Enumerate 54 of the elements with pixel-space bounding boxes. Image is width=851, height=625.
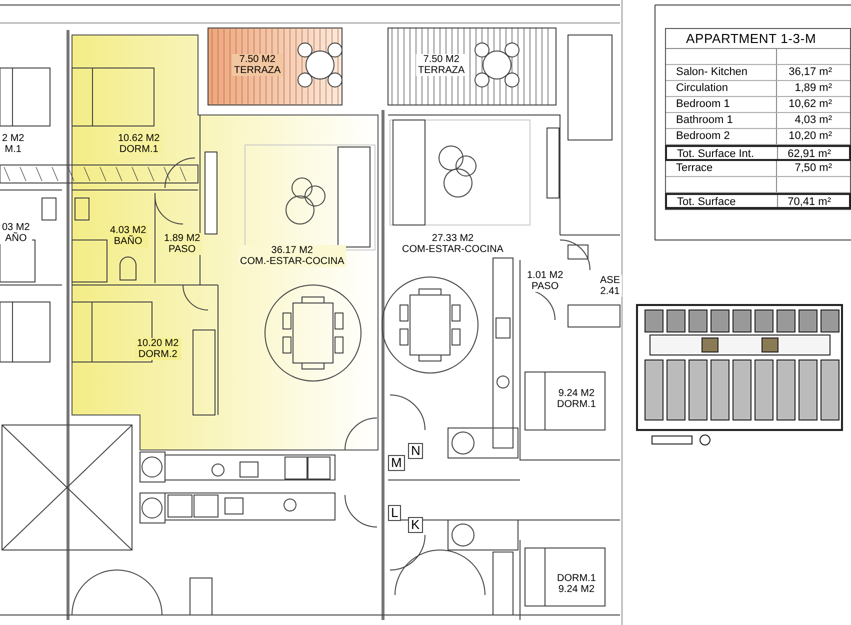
room-text: DORM.1 — [119, 144, 158, 155]
room-text: DORM.1 — [557, 573, 596, 584]
room-text: 9.24 M2 — [558, 388, 595, 399]
room-text: M.1 — [4, 144, 22, 155]
room-text: DORM.1 — [557, 399, 596, 410]
table-cell: Bedroom 1 — [666, 97, 777, 112]
room-text: 10.20 M2 — [137, 338, 179, 349]
room-label — [135, 338, 181, 360]
room-text: 03 M2 — [2, 222, 30, 233]
table-cell-text: 10,20 m² — [788, 129, 833, 144]
room-text: 1.89 M2 — [164, 233, 200, 244]
grid-letter: L — [388, 505, 402, 521]
table-cell: Bathroom 1 — [666, 113, 777, 128]
grid-letter: K — [408, 517, 423, 533]
table-cell-text: 36,17 m² — [788, 65, 833, 80]
room-label — [232, 54, 283, 76]
room-text: COM.-ESTAR-COCINA — [240, 256, 344, 267]
table-cell: Terrace — [666, 161, 777, 176]
room-text: BAÑO — [114, 236, 142, 247]
room-text: TERRAZA — [234, 65, 281, 76]
room-text: TERRAZA — [418, 65, 465, 76]
room-text: 27.33 M2 — [432, 233, 474, 244]
table-cell-text: 1,89 m² — [794, 81, 833, 96]
table-cell-text: 4,03 m² — [794, 113, 833, 128]
room-text: 7.50 M2 — [239, 54, 276, 65]
room-text: DORM.2 — [138, 349, 178, 360]
room-text: 9.24 M2 — [558, 584, 595, 595]
room-text: ASE — [600, 275, 620, 286]
room-label — [108, 225, 148, 247]
room-text: 4.03 M2 — [110, 225, 146, 236]
room-text: PASO — [532, 281, 559, 292]
room-text: 10.62 M2 — [118, 133, 160, 144]
room-text: 2.41 — [600, 286, 620, 297]
grid-letter: N — [408, 443, 424, 459]
room-text: PASO — [168, 244, 196, 255]
room-text: AÑO — [5, 233, 27, 244]
grid-letter: M — [388, 455, 405, 471]
table-title: APPARTMENT 1-3-M — [666, 29, 850, 49]
table-cell-text: 10,62 m² — [788, 97, 833, 112]
room-text: 36.17 M2 — [271, 245, 313, 256]
room-text: 2 M2 — [2, 133, 24, 144]
table-cell: Bedroom 2 — [666, 129, 777, 144]
table-cell: Tot. Surface — [667, 195, 778, 207]
room-text: 1.01 M2 — [527, 270, 564, 281]
table-cell: Salon- Kitchen — [666, 65, 777, 80]
room-label — [162, 233, 202, 255]
table-cell: Circulation — [666, 81, 777, 96]
room-label — [238, 245, 346, 267]
table-cell-text: 7,50 m² — [794, 161, 833, 176]
table-cell: Tot. Surface Int. — [667, 147, 778, 159]
room-text: 7.50 M2 — [423, 54, 460, 65]
table-cell-text: 70,41 m² — [786, 195, 832, 207]
room-text: COM-ESTAR-COCINA — [402, 244, 504, 255]
table-cell-text: 62,91 m² — [786, 147, 832, 159]
